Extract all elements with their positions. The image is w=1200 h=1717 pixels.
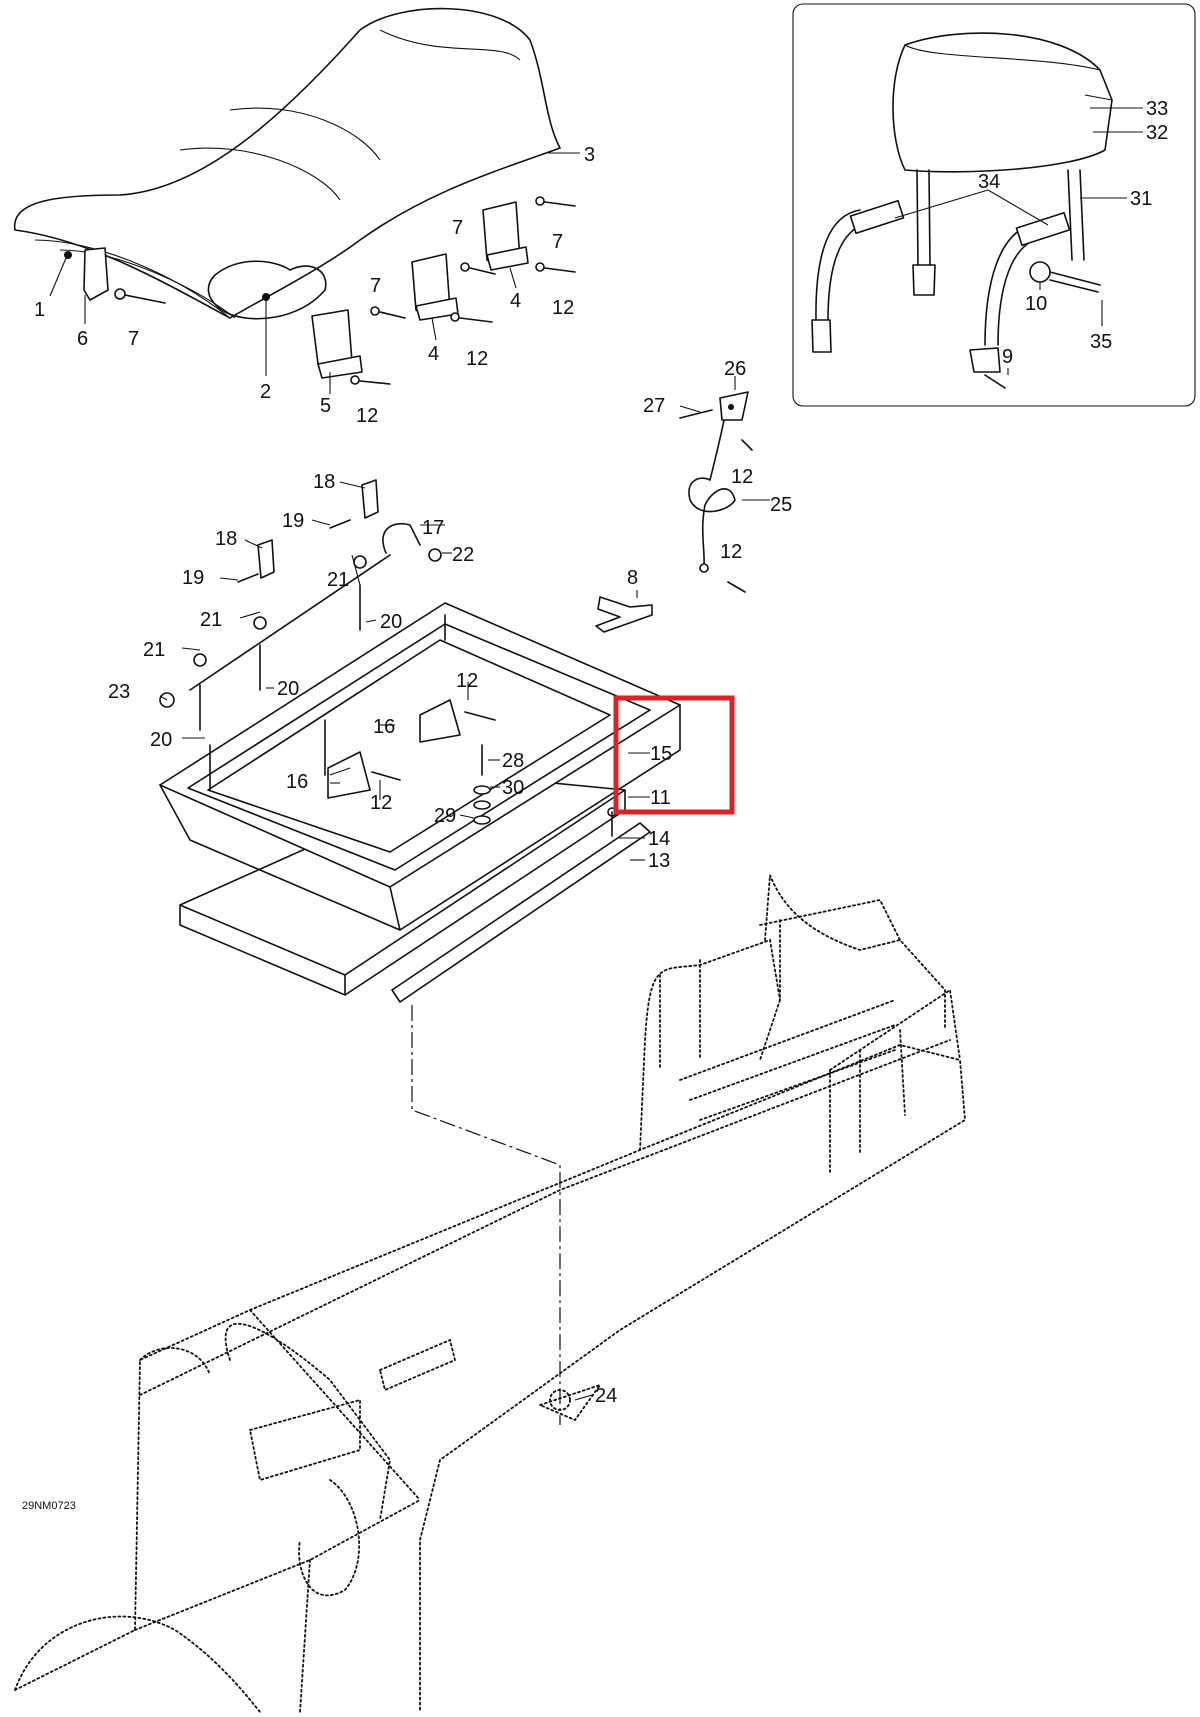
callout-12c: 12 [552, 297, 574, 319]
callout-21b: 21 [200, 609, 222, 631]
callout-20a: 20 [380, 611, 402, 633]
callout-12a: 12 [356, 405, 378, 427]
callout-19b: 19 [182, 567, 204, 589]
callout-6: 6 [77, 328, 88, 350]
callout-9: 9 [1002, 346, 1013, 368]
callout-7c: 7 [452, 217, 463, 239]
callout-34: 34 [978, 171, 1000, 193]
callout-7b: 7 [370, 275, 381, 297]
callout-5: 5 [320, 395, 331, 417]
callout-25: 25 [770, 494, 792, 516]
seat-assembly [14, 7, 580, 394]
callout-12f: 12 [456, 670, 478, 692]
callout-4b: 4 [510, 290, 521, 312]
drawing-code: 29NM0723 [22, 1500, 76, 1512]
callout-3: 3 [584, 144, 595, 166]
spacer [1029, 261, 1051, 283]
chassis-frame [14, 874, 966, 1713]
callout-2: 2 [260, 381, 271, 403]
latch-hinge-b [257, 539, 275, 579]
callout-21c: 21 [143, 639, 165, 661]
storage-tray-assembly [159, 479, 681, 1003]
seat-bracket [83, 247, 109, 301]
tray-body [159, 602, 681, 888]
side-rail [391, 822, 651, 1003]
callout-17: 17 [422, 517, 444, 539]
tether-cable [688, 419, 736, 566]
callout-20c: 20 [150, 729, 172, 751]
bracket-16b [327, 751, 371, 799]
callout-35: 35 [1090, 331, 1112, 353]
callout-7a: 7 [128, 328, 139, 350]
seat-pad-insert [207, 260, 327, 320]
callout-1: 1 [34, 299, 45, 321]
callout-27: 27 [643, 395, 665, 417]
callout-7d: 7 [552, 231, 563, 253]
callout-20b: 20 [277, 678, 299, 700]
callout-15: 15 [650, 743, 672, 765]
callout-16a: 16 [373, 716, 395, 738]
latch-hinge-a [361, 479, 379, 519]
callout-18a: 18 [313, 471, 335, 493]
backrest-inset [792, 3, 1196, 407]
tether-assembly [679, 376, 770, 593]
backrest-tube-left [916, 169, 931, 266]
backrest-tube-right [1067, 169, 1085, 261]
callout-19a: 19 [282, 510, 304, 532]
callout-24: 24 [595, 1385, 617, 1407]
callout-8: 8 [627, 567, 638, 589]
callout-29: 29 [434, 805, 456, 827]
callout-32: 32 [1146, 122, 1168, 144]
callout-13: 13 [648, 850, 670, 872]
key-tool [595, 596, 653, 633]
callout-12b: 12 [466, 348, 488, 370]
callout-21a: 21 [327, 569, 349, 591]
callout-30: 30 [502, 777, 524, 799]
callout-12e: 12 [720, 541, 742, 563]
callout-26: 26 [724, 358, 746, 380]
callout-12g: 12 [370, 792, 392, 814]
inset-frame [792, 3, 1196, 407]
highlight-box [613, 695, 735, 815]
callout-33: 33 [1146, 98, 1168, 120]
callout-28: 28 [502, 750, 524, 772]
alignment-line [411, 1005, 561, 1425]
callout-31: 31 [1130, 188, 1152, 210]
bracket-16a [419, 699, 461, 743]
callout-22: 22 [452, 544, 474, 566]
callout-23: 23 [108, 681, 130, 703]
callout-16b: 16 [286, 771, 308, 793]
latch-rod [189, 523, 421, 691]
callout-labels: 33 32 31 34 10 35 9 3 1 6 7 2 5 12 7 4 1… [22, 98, 1168, 1512]
callout-11: 11 [650, 787, 671, 809]
callout-10: 10 [1025, 293, 1047, 315]
callout-14: 14 [648, 828, 670, 850]
callout-4a: 4 [428, 343, 439, 365]
callout-12d: 12 [731, 466, 753, 488]
callout-18b: 18 [215, 528, 237, 550]
backrest-pad [892, 32, 1113, 173]
tether-plate [719, 391, 749, 421]
